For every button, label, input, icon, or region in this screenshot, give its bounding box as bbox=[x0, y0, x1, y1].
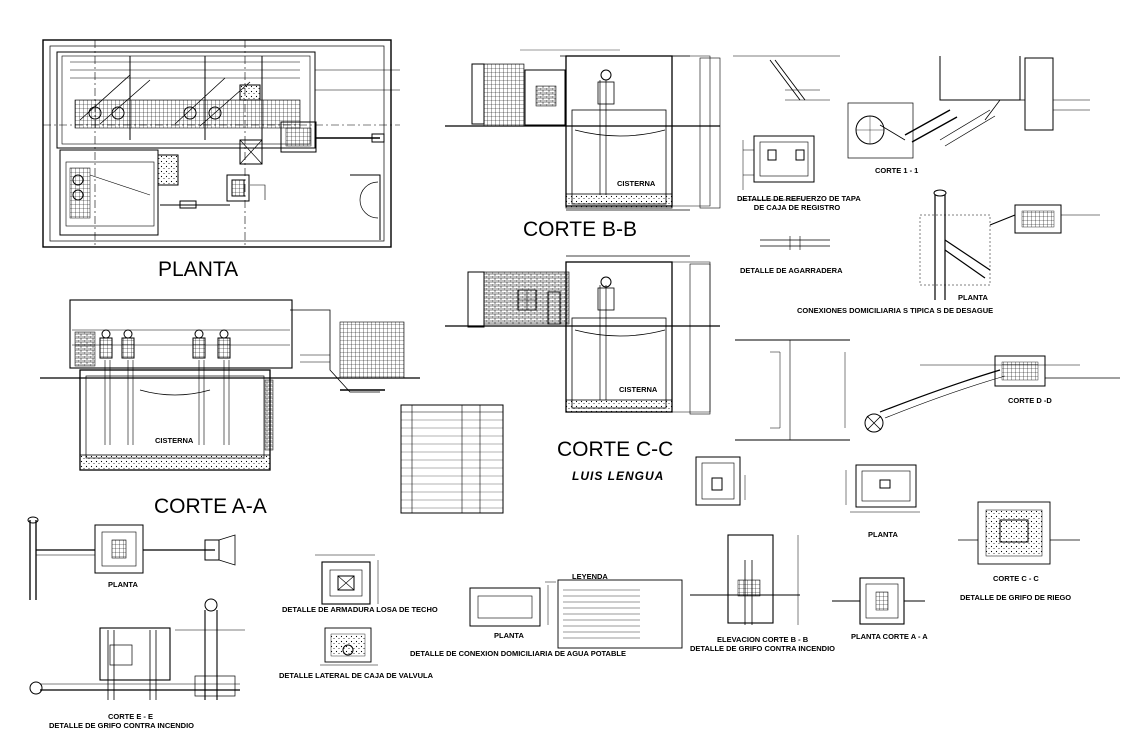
planta-incendio-label: PLANTA bbox=[108, 580, 138, 589]
det-grifo-incendio-left-label: DETALLE DE GRIFO CONTRA INCENDIO bbox=[49, 721, 194, 730]
planta-corte-aa-label: PLANTA CORTE A - A bbox=[851, 632, 928, 641]
det-agarradera-label: DETALLE DE AGARRADERA bbox=[740, 266, 843, 275]
det-grifo-incendio-right-label: DETALLE DE GRIFO CONTRA INCENDIO bbox=[690, 644, 835, 653]
det-grifo-riego-label: DETALLE DE GRIFO DE RIEGO bbox=[960, 593, 1072, 602]
corte-bb-section bbox=[445, 49, 721, 211]
planta-agua-label: PLANTA bbox=[494, 631, 524, 640]
corte-aa-section bbox=[40, 299, 420, 471]
corte-dd-label: CORTE D -D bbox=[1008, 396, 1052, 405]
det-armadura-label: DETALLE DE ARMADURA LOSA DE TECHO bbox=[282, 605, 438, 614]
cisterna-aa-label: CISTERNA bbox=[155, 436, 194, 445]
conexion-desague-drawing bbox=[847, 56, 1100, 300]
leyenda-label: LEYENDA bbox=[572, 572, 608, 581]
planta-grifo-riego-label: PLANTA bbox=[868, 530, 898, 539]
corte-ee-label: CORTE E - E bbox=[108, 712, 154, 721]
grifo-incendio-right-drawing bbox=[690, 456, 925, 625]
conexiones-desague-label: CONEXIONES DOMICILIARIA S TIPICA S DE DE… bbox=[797, 306, 994, 315]
grifo-incendio-left-drawing bbox=[27, 516, 245, 700]
cisterna-cc-label: CISTERNA bbox=[619, 385, 658, 394]
corte-aa-title: CORTE A-A bbox=[154, 495, 267, 518]
materials-table bbox=[400, 404, 504, 514]
planta-title: PLANTA bbox=[158, 258, 239, 281]
conexion-agua-drawing bbox=[469, 579, 683, 649]
det-lateral-label: DETALLE LATERAL DE CAJA DE VALVULA bbox=[279, 671, 434, 680]
planta-plan-view bbox=[42, 39, 400, 248]
corte-cc-section bbox=[445, 255, 720, 415]
det-conexion-agua-label: DETALLE DE CONEXION DOMICILIARIA DE AGUA… bbox=[410, 649, 626, 658]
armadura-losa-drawing bbox=[315, 554, 379, 666]
det-refuerzo-label-2: DE CAJA DE REGISTRO bbox=[753, 203, 841, 212]
corte-cc-title: CORTE C-C bbox=[557, 438, 674, 461]
cisterna-bb-label: CISTERNA bbox=[617, 179, 656, 188]
elev-bb-label: ELEVACION CORTE B - B bbox=[717, 635, 809, 644]
det-refuerzo-label-1: DETALLE DE REFUERZO DE TAPA bbox=[737, 194, 861, 203]
corte-11-label: CORTE 1 - 1 bbox=[875, 166, 919, 175]
detalle-refuerzo-drawing bbox=[733, 55, 840, 250]
corte-cc-small-label: CORTE C - C bbox=[993, 574, 1039, 583]
grifo-riego-drawing bbox=[845, 464, 1080, 565]
corte-bb-title: CORTE B-B bbox=[523, 218, 637, 241]
planta-conexion-label: PLANTA bbox=[958, 293, 988, 302]
corte-dd-drawing bbox=[735, 339, 1120, 441]
author-brand: LUIS LENGUA bbox=[572, 469, 665, 483]
